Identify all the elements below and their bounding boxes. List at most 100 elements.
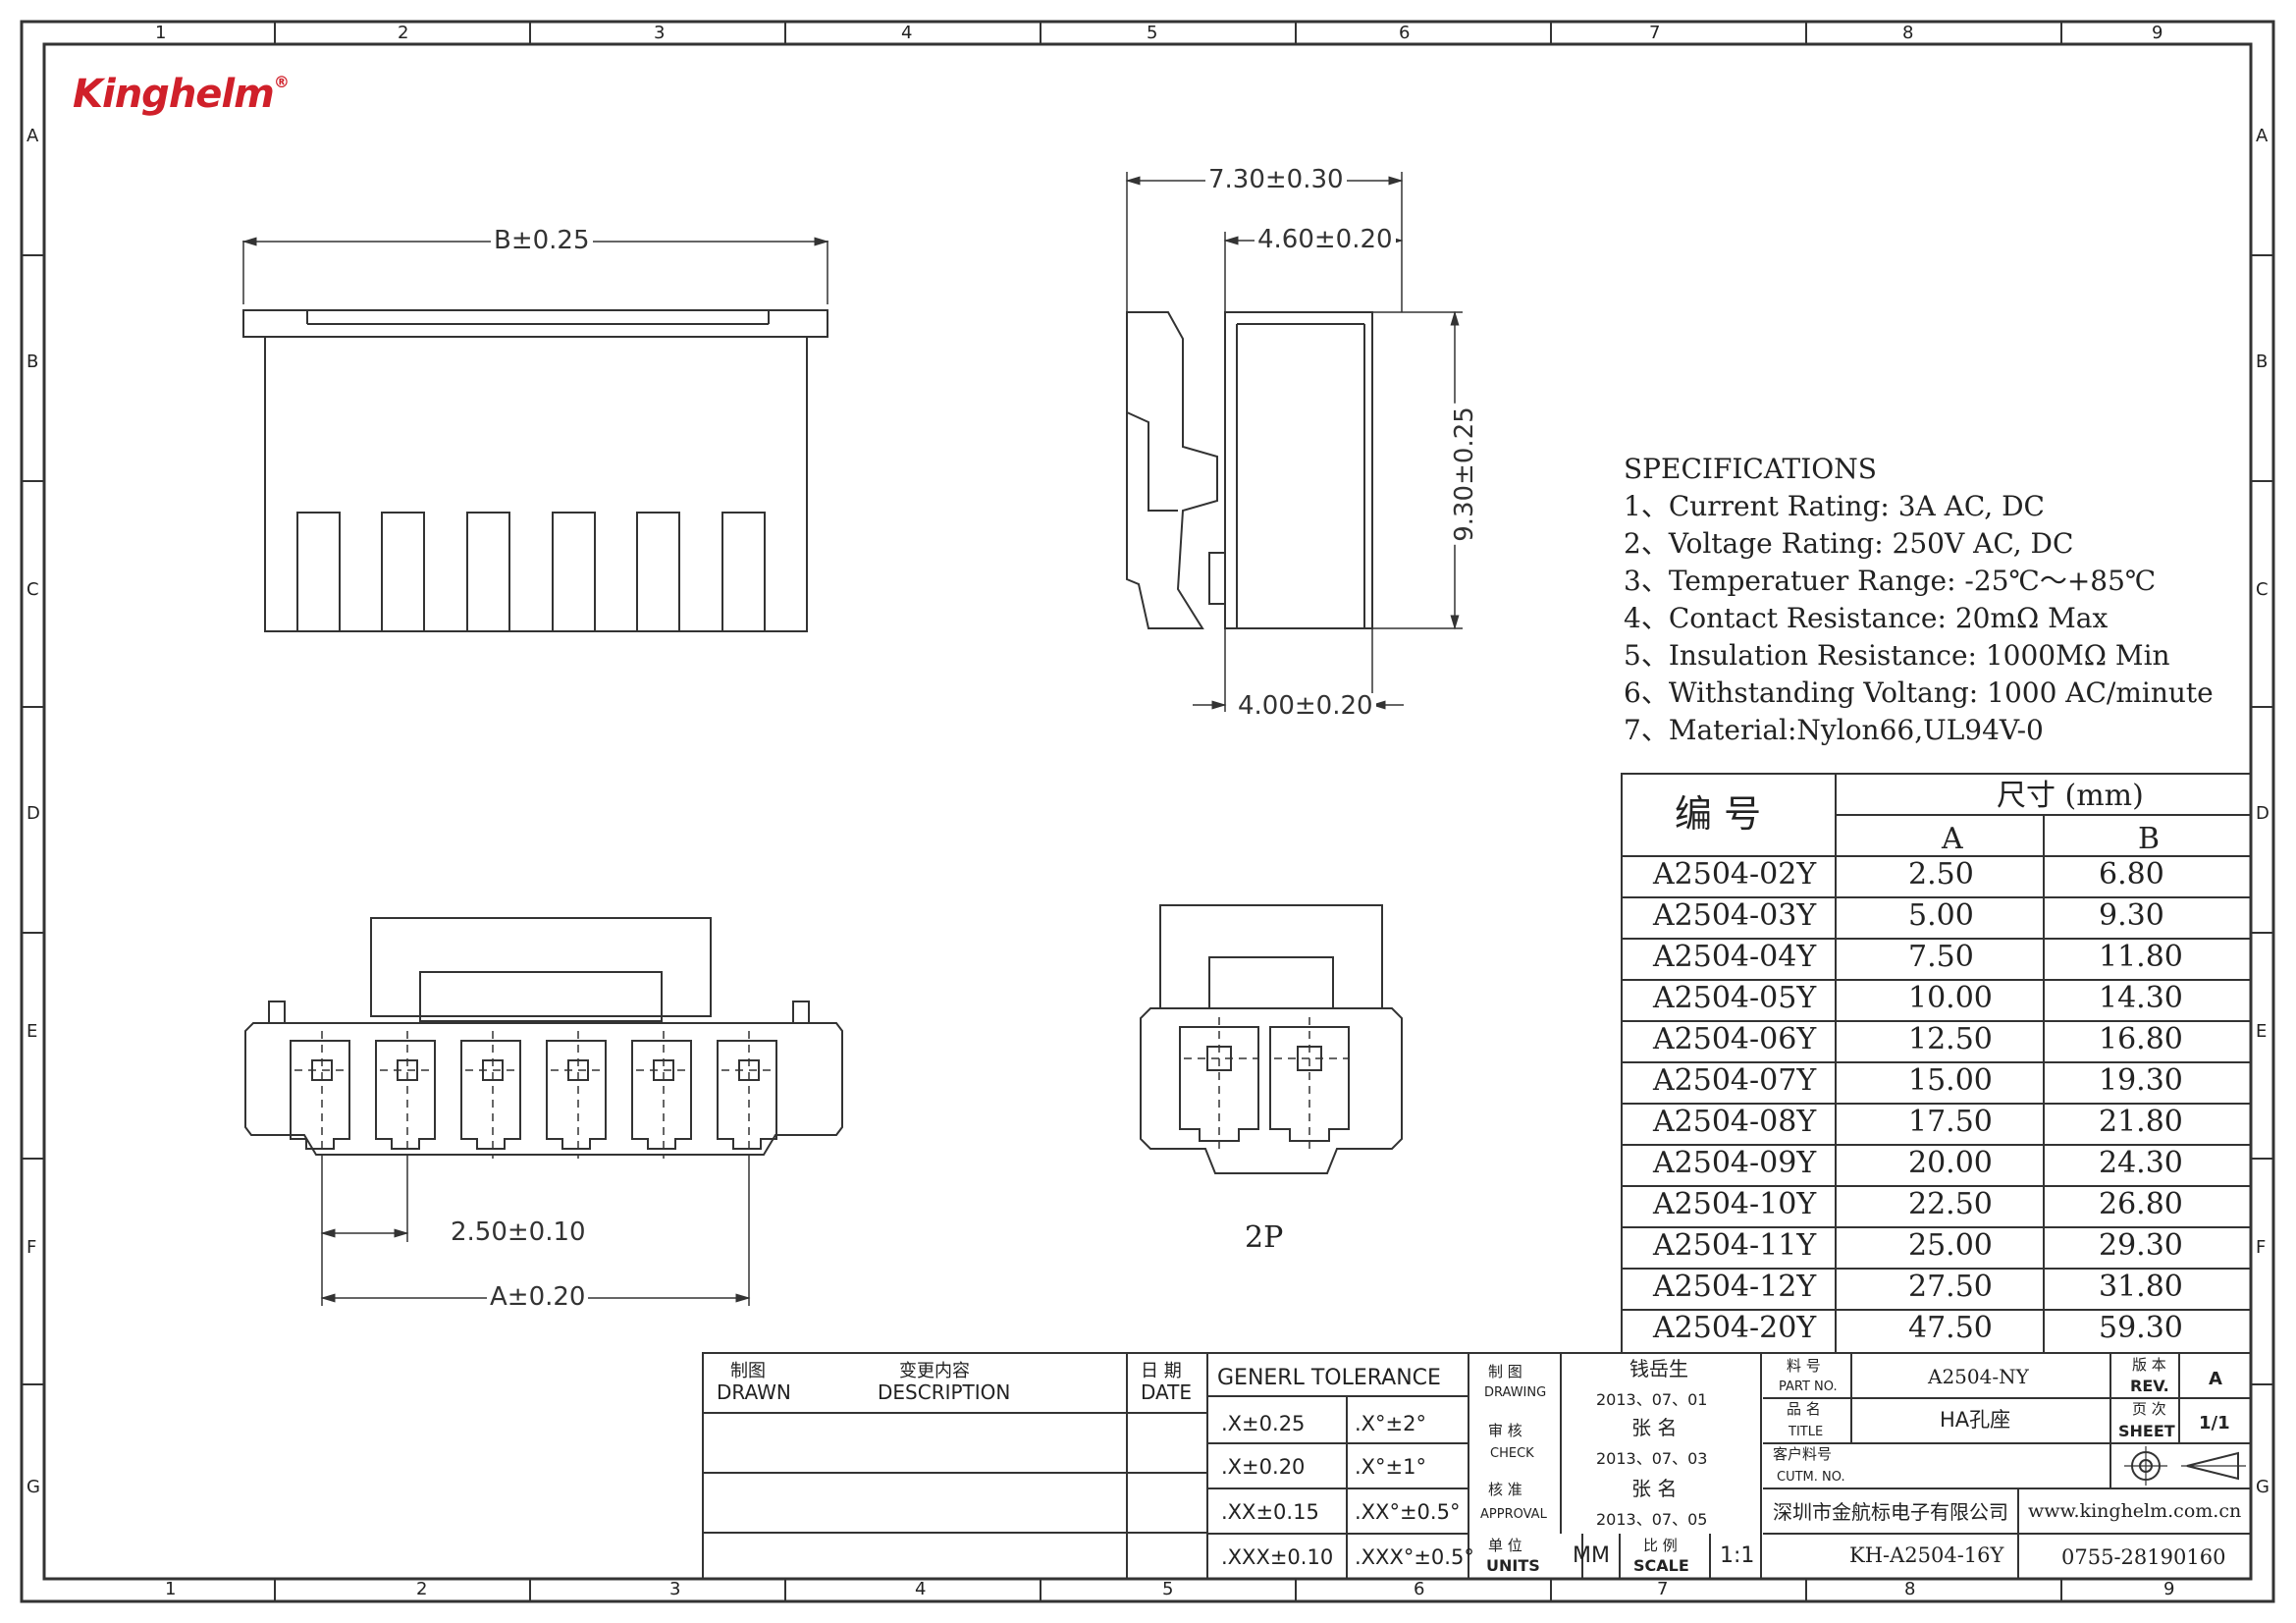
zone-col-1-bottom: 1 bbox=[165, 1579, 177, 1599]
table-cell-a: 12.50 bbox=[1908, 1022, 1993, 1056]
zone-col-2-bottom: 2 bbox=[416, 1579, 428, 1599]
zone-row-a-left: A bbox=[27, 126, 39, 146]
table-header-b: B bbox=[2138, 822, 2161, 856]
zone-col-7-top: 7 bbox=[1649, 23, 1661, 43]
spec-item: 7、Material:Nylon66,UL94V-0 bbox=[1624, 714, 2044, 746]
approval-label-cn: 核 准 bbox=[1488, 1481, 1522, 1498]
zone-col-4-top: 4 bbox=[901, 23, 913, 43]
check-label-cn: 审 核 bbox=[1488, 1422, 1522, 1439]
projection-symbol bbox=[2124, 1446, 2246, 1486]
rev-label-cn: 版 本 bbox=[2132, 1356, 2166, 1374]
title-value: HA孔座 bbox=[1940, 1408, 2011, 1432]
table-cell-b: 26.80 bbox=[2099, 1187, 2183, 1221]
drawing-label-en: DRAWING bbox=[1484, 1385, 1547, 1400]
spec-item: 6、Withstanding Voltang: 1000 AC/minute bbox=[1624, 676, 2214, 709]
description-label-en: DESCRIPTION bbox=[878, 1380, 1011, 1404]
brand-logo: Kinghelm® bbox=[73, 72, 290, 117]
zone-row-e-right: E bbox=[2256, 1021, 2268, 1042]
spec-item: 3、Temperatuer Range: -25℃～+85℃ bbox=[1624, 565, 2157, 597]
zone-row-c-right: C bbox=[2256, 579, 2269, 600]
drawing-label-cn: 制 图 bbox=[1488, 1363, 1522, 1380]
table-cell-b: 31.80 bbox=[2099, 1270, 2183, 1304]
table-header-size: 尺寸 (mm) bbox=[1997, 779, 2144, 813]
table-cell-code: A2504-11Y bbox=[1653, 1228, 1817, 1263]
dim-front-b: B±0.25 bbox=[491, 228, 593, 253]
tolerance-linear: .X±0.25 bbox=[1221, 1412, 1306, 1435]
zone-ticks bbox=[22, 22, 2273, 1601]
table-cell-code: A2504-03Y bbox=[1653, 898, 1817, 933]
zone-row-b-right: B bbox=[2256, 352, 2269, 372]
check-name: 张 名 bbox=[1631, 1416, 1678, 1439]
zone-col-9-top: 9 bbox=[2152, 23, 2163, 43]
table-cell-b: 24.30 bbox=[2099, 1146, 2183, 1180]
table-cell-b: 9.30 bbox=[2099, 898, 2164, 933]
inner-frame bbox=[42, 42, 2253, 1581]
table-cell-b: 19.30 bbox=[2099, 1063, 2183, 1098]
outer-frame bbox=[20, 20, 2275, 1603]
table-cell-a: 2.50 bbox=[1908, 857, 1974, 892]
table-cell-code: A2504-12Y bbox=[1653, 1270, 1817, 1304]
cavities-6p bbox=[290, 1040, 777, 1150]
tolerance-linear: .XX±0.15 bbox=[1221, 1500, 1319, 1524]
table-cell-b: 21.80 bbox=[2099, 1105, 2183, 1139]
dim-front-a: A±0.20 bbox=[487, 1284, 589, 1310]
description-label-cn: 变更内容 bbox=[899, 1361, 970, 1381]
zone-col-3-bottom: 3 bbox=[669, 1579, 681, 1599]
spec-item: 1、Current Rating: 3A AC, DC bbox=[1624, 490, 2045, 522]
table-cell-b: 16.80 bbox=[2099, 1022, 2183, 1056]
zone-col-1-top: 1 bbox=[155, 23, 167, 43]
title-block-grid bbox=[702, 1352, 2252, 1580]
zone-col-2-top: 2 bbox=[398, 23, 409, 43]
sheet-label-en: SHEET bbox=[2118, 1422, 2175, 1440]
drawing-number: KH-A2504-16Y bbox=[1849, 1543, 2004, 1567]
drawn-label-cn: 制图 bbox=[730, 1361, 766, 1381]
table-cell-b: 11.80 bbox=[2099, 940, 2183, 974]
date-label-en: DATE bbox=[1141, 1380, 1193, 1404]
zone-col-5-bottom: 5 bbox=[1162, 1579, 1174, 1599]
table-cell-code: A2504-07Y bbox=[1653, 1063, 1817, 1098]
zone-col-6-top: 6 bbox=[1399, 23, 1411, 43]
table-cell-a: 7.50 bbox=[1908, 940, 1974, 974]
scale-label-cn: 比 例 bbox=[1643, 1537, 1678, 1554]
tolerance-angular: .XX°±0.5° bbox=[1355, 1500, 1461, 1524]
zone-row-c-left: C bbox=[27, 579, 39, 600]
rev-value: A bbox=[2209, 1369, 2222, 1389]
table-cell-code: A2504-10Y bbox=[1653, 1187, 1817, 1221]
zone-row-b-left: B bbox=[27, 352, 39, 372]
drawing-date: 2013、07、01 bbox=[1596, 1390, 1708, 1409]
tolerance-angular: .XXX°±0.5° bbox=[1355, 1545, 1474, 1569]
part-value: A2504-NY bbox=[1928, 1365, 2029, 1388]
front-view bbox=[241, 237, 829, 632]
zone-col-4-bottom: 4 bbox=[915, 1579, 927, 1599]
table-cell-b: 6.80 bbox=[2099, 857, 2164, 892]
table-cell-code: A2504-04Y bbox=[1653, 940, 1817, 974]
check-label-en: CHECK bbox=[1490, 1446, 1534, 1461]
table-cell-b: 59.30 bbox=[2099, 1311, 2183, 1345]
table-cell-code: A2504-05Y bbox=[1653, 981, 1817, 1015]
rev-label-en: REV. bbox=[2130, 1377, 2169, 1395]
zone-col-3-top: 3 bbox=[654, 23, 666, 43]
zone-col-5-top: 5 bbox=[1147, 23, 1158, 43]
registered-mark: ® bbox=[273, 73, 290, 91]
drawn-label-en: DRAWN bbox=[717, 1380, 791, 1404]
zone-col-6-bottom: 6 bbox=[1414, 1579, 1425, 1599]
table-header-code: 编 号 bbox=[1675, 792, 1762, 836]
zone-row-f-right: F bbox=[2256, 1237, 2267, 1258]
cutm-label-cn: 客户料号 bbox=[1773, 1445, 1833, 1463]
company-name: 深圳市金航标电子有限公司 bbox=[1773, 1500, 2008, 1524]
zone-row-d-left: D bbox=[27, 803, 40, 824]
table-cell-b: 29.30 bbox=[2099, 1228, 2183, 1263]
cutm-label-en: CUTM. NO. bbox=[1777, 1470, 1845, 1485]
zone-col-9-bottom: 9 bbox=[2163, 1579, 2175, 1599]
company-website: www.kinghelm.com.cn bbox=[2028, 1500, 2242, 1522]
tolerance-linear: .XXX±0.10 bbox=[1221, 1545, 1334, 1569]
part-label-cn: 料 号 bbox=[1787, 1357, 1821, 1375]
brand-logo-text: Kinghelm bbox=[73, 72, 275, 117]
tolerance-angular: .X°±2° bbox=[1355, 1412, 1427, 1435]
approval-date: 2013、07、05 bbox=[1596, 1510, 1708, 1529]
zone-row-d-right: D bbox=[2256, 803, 2269, 824]
units-label-en: UNITS bbox=[1486, 1556, 1540, 1575]
units-value: MM bbox=[1573, 1543, 1610, 1568]
date-label-cn: 日 期 bbox=[1141, 1361, 1182, 1381]
table-cell-a: 20.00 bbox=[1908, 1146, 1993, 1180]
